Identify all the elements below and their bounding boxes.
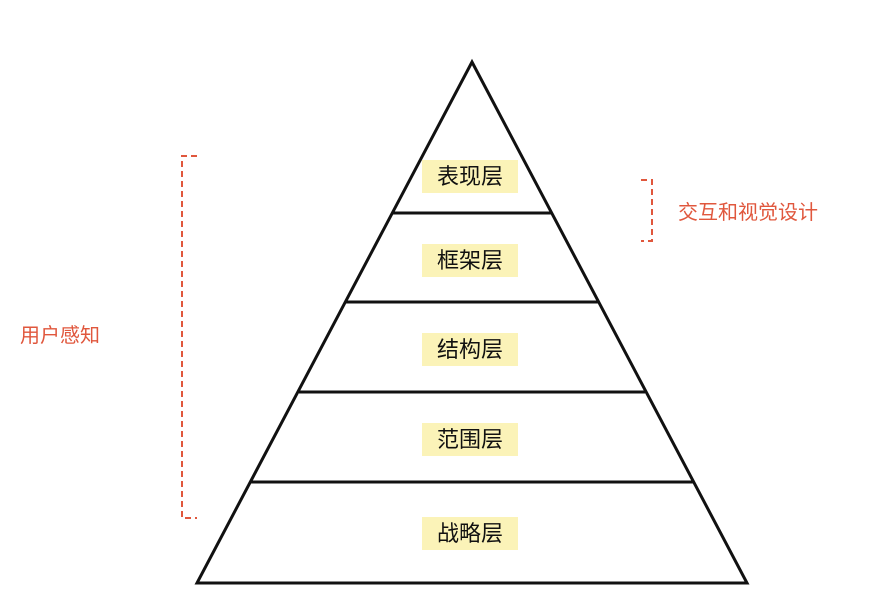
layer-label-highlight [422, 517, 518, 550]
pyramid-outline [194, 58, 750, 585]
layer-label-framework: 框架层 [437, 249, 503, 274]
left-bracket [181, 155, 197, 519]
layer-label-presentation: 表现层 [437, 165, 503, 190]
layer-label-highlight [422, 423, 518, 456]
layer-label-structure: 结构层 [437, 338, 503, 363]
right-bracket [641, 179, 653, 242]
right-bracket-label: 交互和视觉设计 [678, 200, 818, 224]
layer-label-highlight [422, 160, 518, 193]
layer-label-highlight [422, 244, 518, 277]
layer-label-strategy: 战略层 [437, 522, 503, 547]
layer-label-scope: 范围层 [437, 428, 503, 453]
left-bracket-label: 用户感知 [20, 323, 100, 347]
layer-label-highlight [422, 333, 518, 366]
